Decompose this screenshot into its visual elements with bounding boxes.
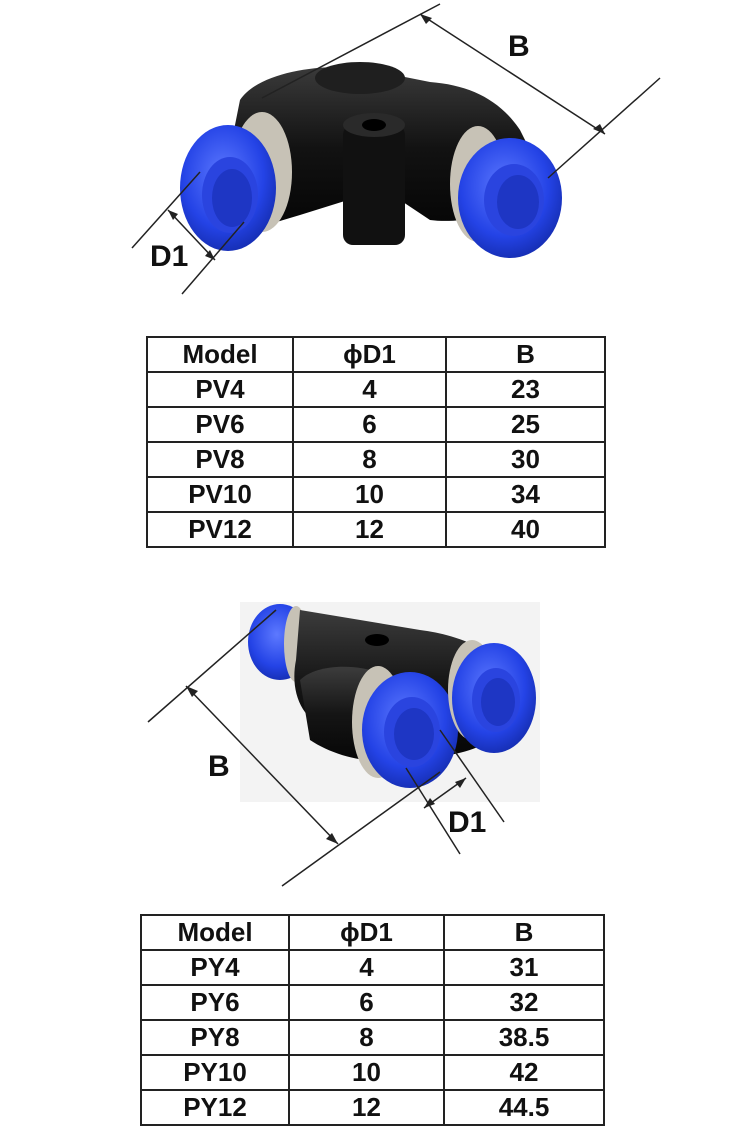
- cell-model: PV10: [146, 476, 294, 513]
- cell-b: 25: [445, 406, 606, 443]
- cell-d1: 4: [292, 371, 447, 408]
- y-union-d1-label: D1: [448, 806, 487, 839]
- header-d1: ϕD1: [292, 336, 447, 373]
- cell-b: 42: [443, 1054, 605, 1091]
- cell-model: PV8: [146, 441, 294, 478]
- table-row: PY6 6 32: [140, 984, 605, 1021]
- cell-b: 32: [443, 984, 605, 1021]
- table-row: PY8 8 38.5: [140, 1019, 605, 1056]
- cell-d1: 12: [288, 1089, 445, 1126]
- cell-d1: 8: [292, 441, 447, 478]
- cell-model: PY12: [140, 1089, 290, 1126]
- header-b: B: [443, 914, 605, 951]
- table-row: PY10 10 42: [140, 1054, 605, 1091]
- cell-model: PV12: [146, 511, 294, 548]
- cell-b: 44.5: [443, 1089, 605, 1126]
- table-header-row: Model ϕD1 B: [140, 914, 605, 951]
- cell-d1: 12: [292, 511, 447, 548]
- header-model: Model: [140, 914, 290, 951]
- header-d1: ϕD1: [288, 914, 445, 951]
- cell-model: PY10: [140, 1054, 290, 1091]
- elbow-b-label: B: [508, 30, 530, 63]
- cell-b: 30: [445, 441, 606, 478]
- table-row: PV6 6 25: [146, 406, 606, 443]
- cell-d1: 10: [292, 476, 447, 513]
- cell-d1: 6: [288, 984, 445, 1021]
- cell-model: PY6: [140, 984, 290, 1021]
- table-row: PV10 10 34: [146, 476, 606, 513]
- header-model: Model: [146, 336, 294, 373]
- cell-d1: 6: [292, 406, 447, 443]
- cell-model: PV4: [146, 371, 294, 408]
- elbow-fitting-diagram: [131, 3, 661, 295]
- header-b: B: [445, 336, 606, 373]
- cell-b: 38.5: [443, 1019, 605, 1056]
- dimension-b-lines: [147, 609, 441, 887]
- table-row: PY12 12 44.5: [140, 1089, 605, 1126]
- elbow-section: B D1 Model ϕD1 B PV4 4 23 PV6 6 25 PV8 8…: [131, 3, 661, 548]
- table-row: PV8 8 30: [146, 441, 606, 478]
- cell-b: 40: [445, 511, 606, 548]
- cell-d1: 4: [288, 949, 445, 986]
- table-header-row: Model ϕD1 B: [146, 336, 606, 373]
- cell-b: 23: [445, 371, 606, 408]
- y-union-b-label: B: [208, 750, 230, 783]
- table-row: PV4 4 23: [146, 371, 606, 408]
- cell-model: PV6: [146, 406, 294, 443]
- y-union-spec-table: Model ϕD1 B PY4 4 31 PY6 6 32 PY8 8 38.5…: [140, 914, 605, 1126]
- dimension-b-lines: [261, 3, 661, 179]
- cell-d1: 8: [288, 1019, 445, 1056]
- y-union-fitting-diagram: [147, 602, 540, 887]
- y-union-section: B D1 Model ϕD1 B PY4 4 31 PY6 6 32 PY8 8…: [0, 580, 750, 1148]
- elbow-d1-label: D1: [150, 240, 189, 273]
- table-row: PY4 4 31: [140, 949, 605, 986]
- mounting-post: [343, 125, 405, 245]
- elbow-spec-table: Model ϕD1 B PV4 4 23 PV6 6 25 PV8 8 30 P…: [146, 336, 606, 548]
- cell-b: 34: [445, 476, 606, 513]
- cell-model: PY8: [140, 1019, 290, 1056]
- cell-model: PY4: [140, 949, 290, 986]
- table-row: PV12 12 40: [146, 511, 606, 548]
- cell-d1: 10: [288, 1054, 445, 1091]
- cell-b: 31: [443, 949, 605, 986]
